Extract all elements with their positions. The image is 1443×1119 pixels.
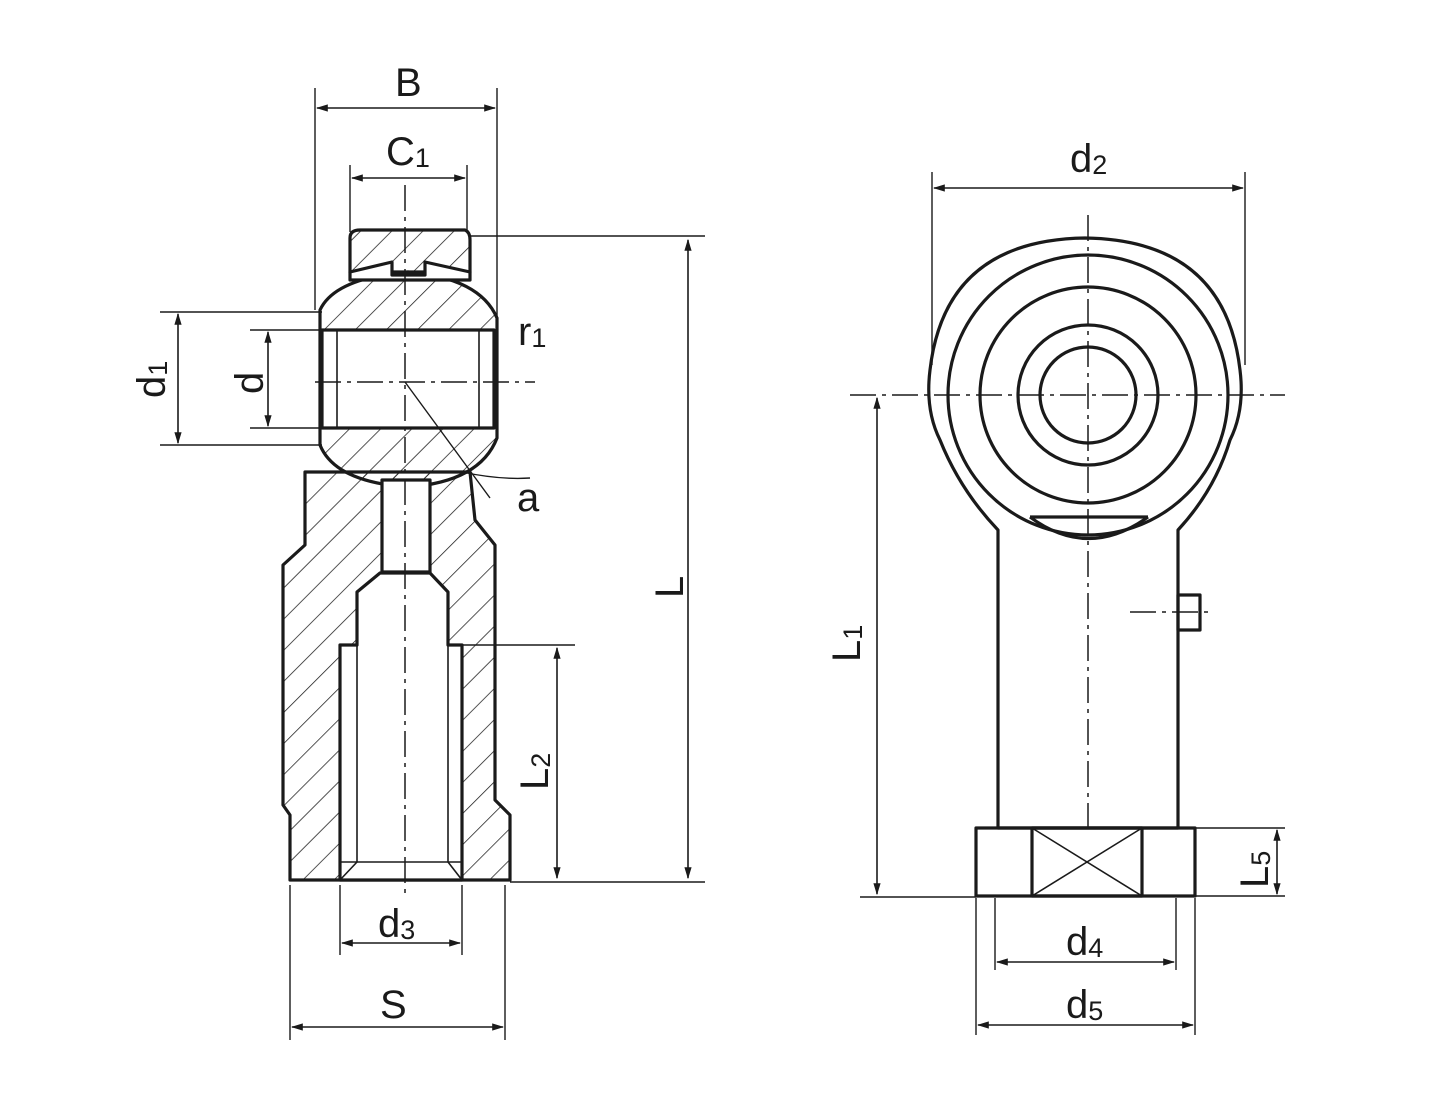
label-L: L bbox=[648, 576, 692, 598]
lube-channel bbox=[380, 478, 432, 574]
label-d1: d1 bbox=[130, 361, 174, 398]
outer-ring-section bbox=[348, 228, 472, 274]
label-d: d bbox=[228, 372, 272, 394]
label-L2: L2 bbox=[513, 753, 557, 790]
label-B: B bbox=[395, 61, 422, 105]
label-d3: d3 bbox=[378, 902, 415, 946]
label-d4: d4 bbox=[1066, 920, 1103, 964]
label-d2: d2 bbox=[1070, 137, 1107, 181]
bore bbox=[320, 328, 496, 430]
label-a: a bbox=[517, 476, 540, 520]
rod-end-outline bbox=[927, 236, 1243, 830]
label-C1: C1 bbox=[386, 130, 430, 174]
threaded-bore bbox=[338, 571, 464, 882]
label-S: S bbox=[380, 983, 407, 1027]
front-view bbox=[850, 172, 1285, 1035]
label-d5: d5 bbox=[1066, 983, 1103, 1027]
section-view bbox=[160, 88, 705, 1040]
dimension-labels: B C1 r1 d1 d a L L2 d3 S d2 L1 L5 d4 d5 bbox=[130, 61, 1277, 1027]
label-L5: L5 bbox=[1233, 851, 1277, 888]
label-L1: L1 bbox=[825, 625, 869, 662]
label-r1: r1 bbox=[518, 310, 546, 354]
